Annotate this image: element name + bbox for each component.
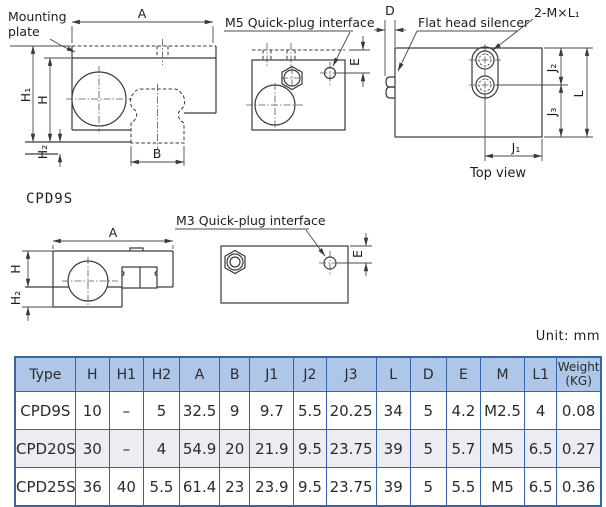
table-row-cpd20s: CPD20S 30 – 4 54.9 20 21.9 9.5 23.75 39 … [14, 429, 602, 468]
table-cell: 39 [375, 429, 411, 468]
dim-label-d: D [385, 3, 395, 18]
table-row-cpd25s: CPD25S 36 40 5.5 61.4 23 23.9 9.5 23.75 … [14, 467, 602, 507]
table-cell: CPD20S [14, 429, 76, 468]
table-cell: 6.5 [524, 467, 558, 507]
table-cell: 5 [409, 429, 447, 468]
dim-label-e-small: E [350, 250, 365, 258]
column-header-b: B [219, 356, 251, 392]
column-header-d: D [409, 356, 447, 392]
thread-spec-label: 2-M×L₁ [534, 5, 580, 20]
dim-label-l: L [571, 90, 586, 97]
table-cell: 36 [74, 467, 110, 507]
table-cell: 21.9 [249, 429, 295, 468]
table-cell: 0.36 [556, 467, 602, 507]
section-title: CPD9S [26, 191, 74, 207]
m3-quick-plug-label: M3 Quick-plug interface [176, 213, 326, 228]
table-cell: 5 [409, 391, 447, 430]
column-header-j1: J1 [249, 356, 295, 392]
table-row-cpd9s: CPD9S 10 – 5 32.5 9 9.7 5.5 20.25 34 5 4… [14, 391, 602, 430]
column-header-type: Type [14, 356, 76, 392]
dim-label-h-small: H [8, 264, 23, 273]
table-cell: 9 [219, 391, 251, 430]
dim-label-h2-small: H₂ [8, 291, 23, 305]
column-header-l1: L1 [524, 356, 558, 392]
table-header-row: Type H H1 H2 A B J1 J2 J3 L D E M L1 Wei… [14, 356, 602, 392]
column-header-m: M [479, 356, 526, 392]
table-cell: 40 [108, 467, 144, 507]
table-cell: 0.08 [556, 391, 602, 430]
table-cell: 9.5 [293, 467, 327, 507]
column-header-j3: J3 [325, 356, 377, 392]
table-cell: 20.25 [325, 391, 377, 430]
column-header-h1: H1 [108, 356, 144, 392]
mounting-plate-label: Mounting [8, 9, 67, 24]
unit-label: Unit: mm [535, 329, 600, 344]
m5-quick-plug-label: M5 Quick-plug interface [225, 15, 375, 30]
table-cell: 5 [142, 391, 181, 430]
table-cell: M2.5 [479, 391, 526, 430]
table-cell: 23.75 [325, 467, 377, 507]
table-cell: CPD9S [14, 391, 76, 430]
table-cell: 61.4 [179, 467, 221, 507]
table-cell: – [108, 391, 144, 430]
dim-label-j1: J₁ [511, 140, 521, 155]
table-cell: 4 [524, 391, 558, 430]
column-header-h: H [74, 356, 110, 392]
table-cell: 5.5 [293, 391, 327, 430]
dim-label-a: A [138, 6, 147, 21]
flat-head-silencer-label: Flat head silencer [418, 15, 530, 30]
table-cell: 30 [74, 429, 110, 468]
dim-label-h1: H₁ [18, 88, 33, 102]
table-cell: 5.7 [445, 429, 481, 468]
technical-drawings: Mounting plate A H₂ H [8, 3, 593, 321]
table-cell: 32.5 [179, 391, 221, 430]
dim-label-j2: J₂ [544, 64, 559, 74]
cpd9s-front-view-drawing: M3 Quick-plug interface E [175, 213, 372, 304]
top-view-caption: Top view [469, 166, 526, 181]
dimension-table: Type H H1 H2 A B J1 J2 J3 L D E M L1 Wei… [14, 356, 602, 507]
table-cell: 9.5 [293, 429, 327, 468]
cpd9s-side-view-drawing: A H H₂ [8, 225, 174, 321]
column-header-e: E [445, 356, 481, 392]
table-cell: 5.5 [142, 467, 181, 507]
table-cell: 0.27 [556, 429, 602, 468]
table-cell: 4.2 [445, 391, 481, 430]
table-cell: 23 [219, 467, 251, 507]
dim-label-a-small: A [109, 225, 118, 240]
dim-label-h2: H₂ [35, 145, 50, 159]
column-header-a: A [179, 356, 221, 392]
dim-label-j3: J₃ [544, 108, 559, 118]
table-cell: 9.7 [249, 391, 295, 430]
table-cell: 5 [409, 467, 447, 507]
table-cell: M5 [479, 429, 526, 468]
top-view-drawing: D Flat head silencer 2-M×L₁ J₂ J₃ L [374, 3, 593, 181]
table-cell: – [108, 429, 144, 468]
table-cell: 34 [375, 391, 411, 430]
dim-label-e: E [347, 58, 362, 66]
column-header-j2: J2 [293, 356, 327, 392]
table-cell: 20 [219, 429, 251, 468]
column-header-l: L [375, 356, 411, 392]
table-cell: 5.5 [445, 467, 481, 507]
table-cell: M5 [479, 467, 526, 507]
dim-label-h: H [35, 95, 50, 104]
table-cell: 23.9 [249, 467, 295, 507]
side-view-drawing: Mounting plate A H₂ H [8, 6, 217, 167]
column-header-h2: H2 [142, 356, 181, 392]
dim-label-b: B [153, 146, 162, 161]
front-view-drawing: M5 Quick-plug interface E [224, 15, 375, 133]
table-cell: 10 [74, 391, 110, 430]
table-cell: CPD25S [14, 467, 76, 507]
table-cell: 54.9 [179, 429, 221, 468]
column-header-weight: Weight (KG) [556, 356, 602, 392]
table-cell: 23.75 [325, 429, 377, 468]
table-cell: 6.5 [524, 429, 558, 468]
table-cell: 4 [142, 429, 181, 468]
table-cell: 39 [375, 467, 411, 507]
mounting-plate-label-2: plate [8, 24, 40, 39]
